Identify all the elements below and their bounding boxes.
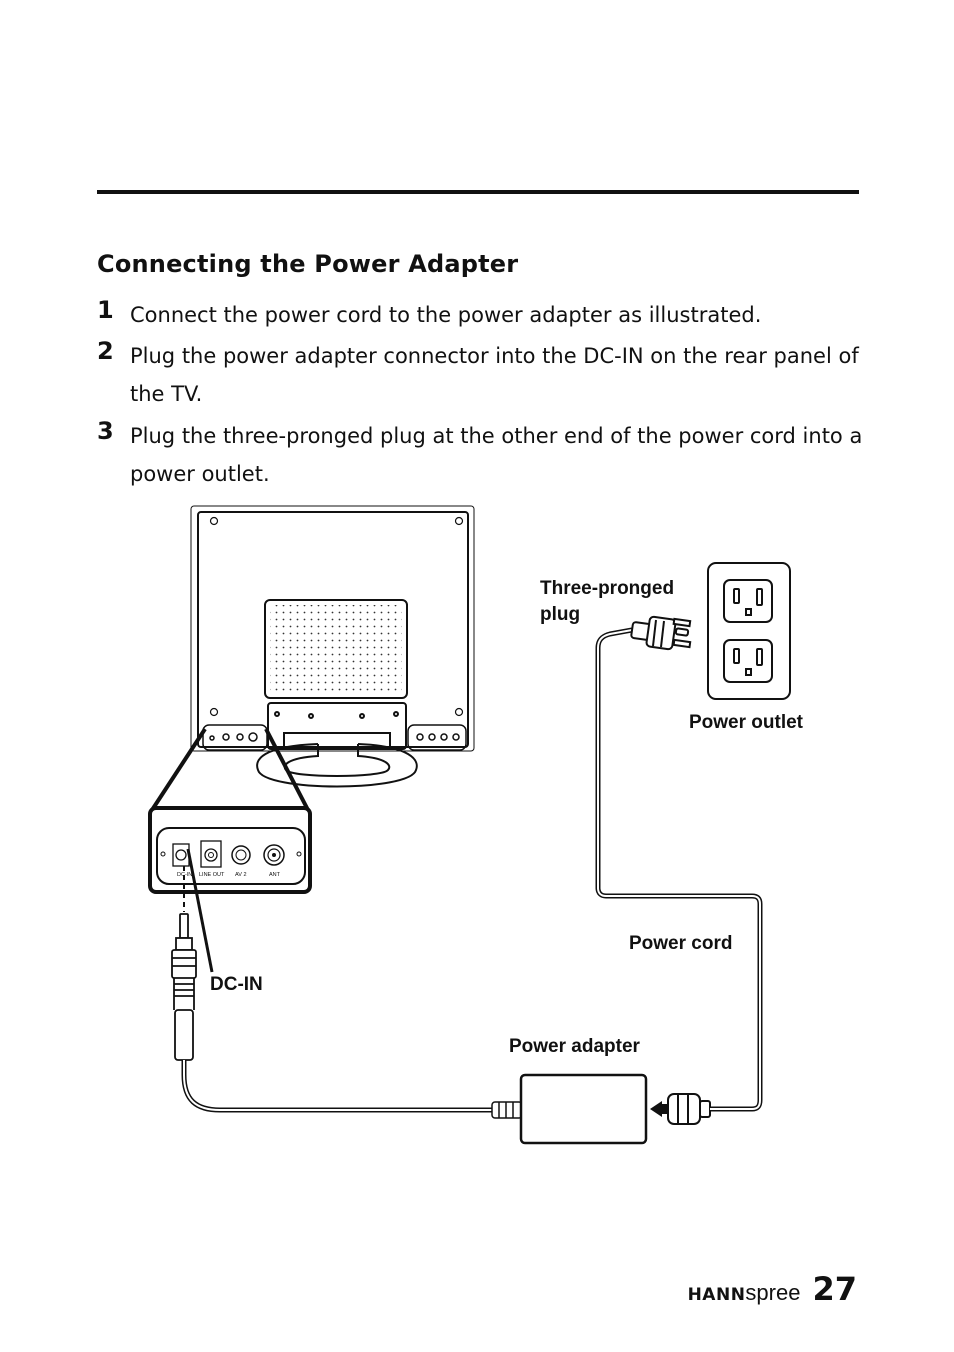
cable-strain-relief — [491, 1101, 523, 1119]
section-title: Connecting the Power Adapter — [97, 250, 519, 278]
tv-stand — [256, 702, 418, 788]
brand-logo-bold: HANN — [687, 1285, 746, 1305]
step-text: Connect the power cord to the power adap… — [130, 303, 762, 327]
dc-connector — [171, 913, 197, 1061]
step-number: 2 — [97, 337, 114, 365]
label-power-cord: Power cord — [629, 933, 733, 954]
port-label-ant: ANT — [269, 872, 281, 878]
zoom-callout-lines — [150, 727, 310, 812]
arrow-left-icon — [650, 1101, 668, 1117]
step-text: Plug the power adapter connector into th… — [130, 344, 859, 406]
label-dc-in: DC-IN — [210, 974, 263, 995]
step-text: Plug the three-pronged plug at the other… — [130, 424, 863, 486]
label-three-pronged-plug: Three-pronged plug — [540, 578, 675, 625]
brand-logo: HANNspree — [688, 1280, 801, 1306]
header-rule — [97, 190, 859, 194]
speaker-grille — [264, 599, 408, 699]
cord-connector — [667, 1093, 711, 1125]
dc-cable — [181, 1060, 494, 1113]
rear-port-panel-small — [202, 724, 467, 751]
label-power-outlet: Power outlet — [689, 712, 804, 733]
step-number: 3 — [97, 417, 114, 445]
three-pronged-plug — [630, 615, 692, 651]
tv-rear-panel — [190, 505, 475, 752]
port-label-line-out: LINE OUT — [199, 872, 225, 878]
dc-in-pointer-line — [186, 848, 214, 973]
page-footer: HANNspree 27 — [688, 1270, 857, 1308]
brand-logo-light: spree — [745, 1280, 801, 1305]
power-adapter-box — [519, 1073, 648, 1145]
page-number: 27 — [812, 1270, 857, 1308]
label-power-adapter: Power adapter — [509, 1036, 640, 1057]
power-outlet — [707, 562, 791, 700]
step-number: 1 — [97, 296, 114, 324]
port-label-av2: AV 2 — [235, 872, 247, 878]
zoomed-port-panel: DC-IN LINE OUT AV 2 ANT — [148, 806, 312, 894]
